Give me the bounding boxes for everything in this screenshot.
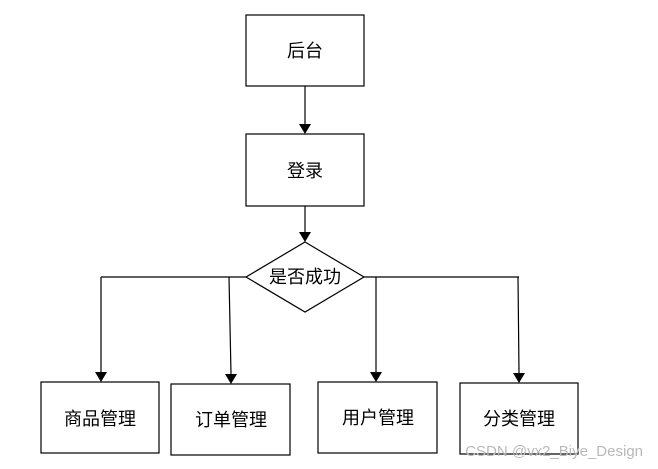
node-success-check-label: 是否成功: [269, 267, 341, 288]
node-category-mgmt-box: [459, 382, 579, 455]
node-success-check: 是否成功: [244, 241, 366, 313]
node-category-mgmt-label: 分类管理: [483, 409, 555, 430]
node-order-mgmt: 订单管理: [170, 383, 291, 456]
arrowhead-login: [299, 124, 311, 134]
arrowhead-check: [299, 232, 311, 242]
arrowhead-order: [225, 374, 237, 384]
arrowhead-product: [95, 372, 107, 382]
edge-to-order: [228, 276, 232, 375]
edges: [95, 86, 525, 384]
node-login-label: 登录: [287, 161, 323, 182]
edge-to-category: [517, 276, 520, 374]
node-backend-label: 后台: [287, 41, 323, 62]
node-product-mgmt: 商品管理: [40, 381, 160, 454]
arrowhead-user: [370, 372, 382, 382]
node-user-mgmt-label: 用户管理: [342, 408, 414, 429]
node-user-mgmt: 用户管理: [317, 381, 438, 454]
node-login: 登录: [245, 133, 365, 207]
node-user-mgmt-box: [317, 381, 438, 454]
node-product-mgmt-box: [40, 381, 160, 454]
node-order-mgmt-box: [170, 383, 291, 456]
arrowhead-category: [513, 373, 525, 383]
node-product-mgmt-label: 商品管理: [64, 409, 136, 430]
node-login-box: [245, 133, 365, 207]
node-backend-box: [245, 14, 365, 87]
node-order-mgmt-label: 订单管理: [195, 410, 267, 431]
node-category-mgmt: 分类管理: [459, 382, 579, 455]
watermark-text: CSDN @vx2_Biye_Design: [465, 443, 643, 460]
node-backend: 后台: [245, 14, 365, 87]
node-success-check-diamond: [244, 241, 366, 313]
